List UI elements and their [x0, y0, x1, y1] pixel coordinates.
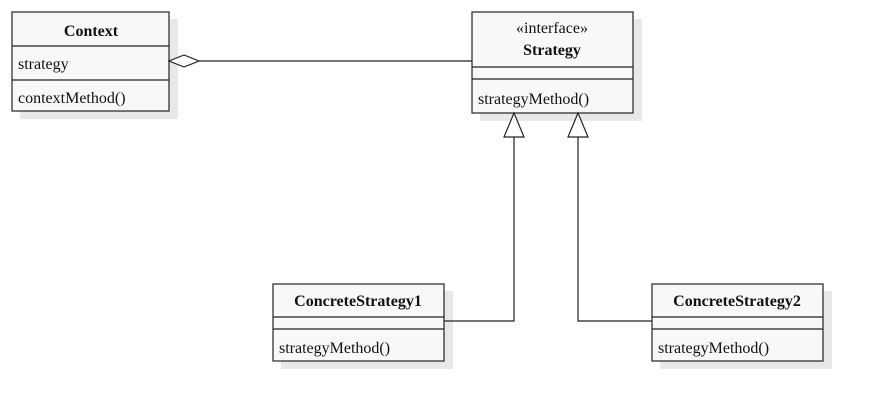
class-context-method: contextMethod()	[18, 90, 126, 107]
class-strategy-stereotype: «interface»	[516, 20, 588, 37]
class-concrete-strategy-2-name: ConcreteStrategy2	[673, 293, 801, 310]
class-context-attribute: strategy	[18, 56, 69, 73]
realization-arrowhead-2	[567, 111, 589, 138]
class-strategy-method: strategyMethod()	[478, 91, 589, 108]
class-concrete-strategy-1-method: strategyMethod()	[279, 340, 390, 357]
class-context-name: Context	[64, 23, 119, 40]
class-context[interactable]: Context strategy contextMethod()	[11, 11, 178, 119]
class-concrete-strategy-1[interactable]: ConcreteStrategy1 strategyMethod()	[272, 283, 453, 369]
class-concrete-strategy-1-name: ConcreteStrategy1	[294, 293, 422, 310]
aggregation-context-strategy	[167, 54, 472, 68]
class-strategy-name: Strategy	[523, 42, 581, 59]
realization-concrete1-strategy	[444, 111, 525, 322]
realization-concrete2-strategy	[567, 111, 652, 322]
class-concrete-strategy-2[interactable]: ConcreteStrategy2 strategyMethod()	[651, 283, 832, 369]
realization-arrowhead-1	[503, 111, 525, 138]
class-strategy[interactable]: «interface» Strategy strategyMethod()	[471, 11, 642, 121]
aggregation-diamond	[167, 54, 201, 68]
class-concrete-strategy-2-method: strategyMethod()	[658, 340, 769, 357]
